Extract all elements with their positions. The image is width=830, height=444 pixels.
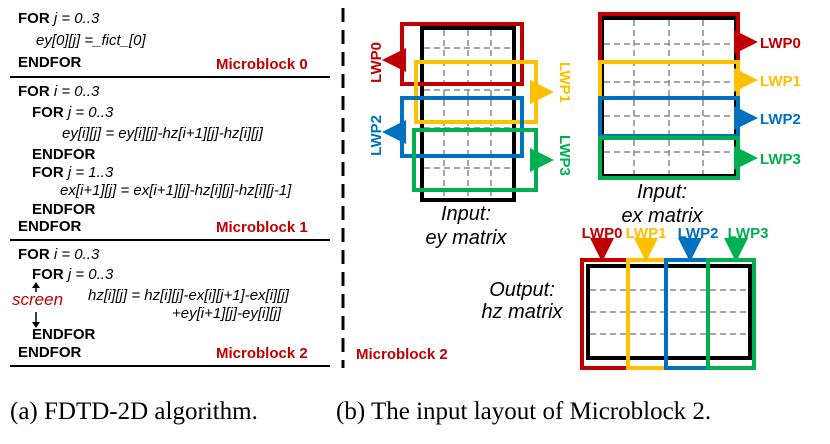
divider [10, 365, 330, 367]
ex-caption-line1: Input: [637, 181, 687, 203]
microblock-0-label: Microblock 0 [216, 56, 308, 73]
loop-cond: j = 0..3 [53, 10, 100, 27]
keyword: FOR [32, 266, 64, 283]
hz-matrix [580, 238, 756, 370]
ey-lwp2-label: LWP2 [368, 115, 385, 156]
hz-lwp2-label: LWP2 [678, 225, 719, 242]
ex-lwp0-label: LWP0 [760, 35, 801, 52]
keyword: FOR [18, 83, 50, 100]
mb2-endfor-inner: ENDFOR [32, 326, 96, 343]
keyword: FOR [32, 164, 64, 181]
mb1-endfor1: ENDFOR [32, 146, 96, 163]
loop-cond: j = 0..3 [67, 266, 114, 283]
keyword: FOR [18, 10, 50, 27]
screen-label: screen [12, 290, 64, 309]
caption-b: (b) The input layout of Microblock 2. [336, 398, 712, 425]
mb2-stmt-a: hz[i][j] = hz[i][j]-ex[i][j+1]-ex[i][j] [88, 287, 289, 304]
mb0-for-j: FOR j = 0..3 [18, 10, 99, 28]
keyword: FOR [32, 104, 64, 121]
caption-a: (a) FDTD-2D algorithm. [10, 398, 258, 425]
microblock-2-label: Microblock 2 [216, 345, 308, 362]
keyword: FOR [18, 246, 50, 263]
divider [10, 239, 330, 241]
ey-matrix [382, 22, 554, 202]
mb1-for-j2: FOR j = 1..3 [32, 164, 113, 182]
hz-lwp1-label: LWP1 [626, 225, 667, 242]
mb1-endfor2: ENDFOR [32, 201, 96, 218]
ey-lwp3-label: LWP3 [556, 135, 573, 176]
mb2-for-i: FOR i = 0..3 [18, 246, 99, 264]
hz-caption-line1: Output: [489, 279, 555, 301]
mb2-stmt-b: +ey[i+1][j]-ey[i][j] [172, 305, 282, 322]
divider [10, 76, 330, 78]
loop-cond: i = 0..3 [53, 83, 100, 100]
ey-lwp0-label: LWP0 [368, 42, 385, 83]
hz-lwp0-label: LWP0 [582, 225, 623, 242]
screen-double-arrow-icon [32, 282, 40, 328]
vertical-dashed-separator [341, 8, 345, 368]
ex-lwp3-label: LWP3 [760, 151, 801, 168]
ex-caption-line2: ex matrix [621, 205, 703, 227]
right-microblock-2-label: Microblock 2 [356, 346, 448, 363]
loop-cond: i = 0..3 [53, 246, 100, 263]
ey-caption-line1: Input: [441, 203, 491, 225]
mb1-stmt2: ex[i+1][j] = ex[i+1][j]-hz[i][j]-hz[i][j… [60, 182, 292, 199]
hz-caption-line2: hz matrix [481, 301, 563, 323]
mb2-endfor-outer: ENDFOR [18, 344, 82, 361]
ey-caption-line2: ey matrix [425, 227, 507, 249]
mb1-for-i: FOR i = 0..3 [18, 83, 99, 101]
mb0-endfor: ENDFOR [18, 54, 82, 71]
loop-cond: j = 1..3 [67, 164, 114, 181]
microblock-1-label: Microblock 1 [216, 219, 308, 236]
ex-matrix [598, 12, 758, 180]
mb2-for-j: FOR j = 0..3 [32, 266, 113, 284]
ey-lwp1-label: LWP1 [556, 62, 573, 103]
loop-cond: j = 0..3 [67, 104, 114, 121]
hz-lwp3-label: LWP3 [728, 225, 769, 242]
mb0-stmt: ey[0][j] =_fict_[0] [36, 32, 146, 49]
mb1-endfor-outer: ENDFOR [18, 218, 82, 235]
mb1-stmt1: ey[i][j] = ey[i][j]-hz[i+1][j]-hz[i][j] [62, 125, 263, 142]
ex-lwp1-label: LWP1 [760, 73, 801, 90]
ex-lwp2-label: LWP2 [760, 111, 801, 128]
mb1-for-j1: FOR j = 0..3 [32, 104, 113, 122]
hz-lwp3-region [706, 258, 756, 370]
